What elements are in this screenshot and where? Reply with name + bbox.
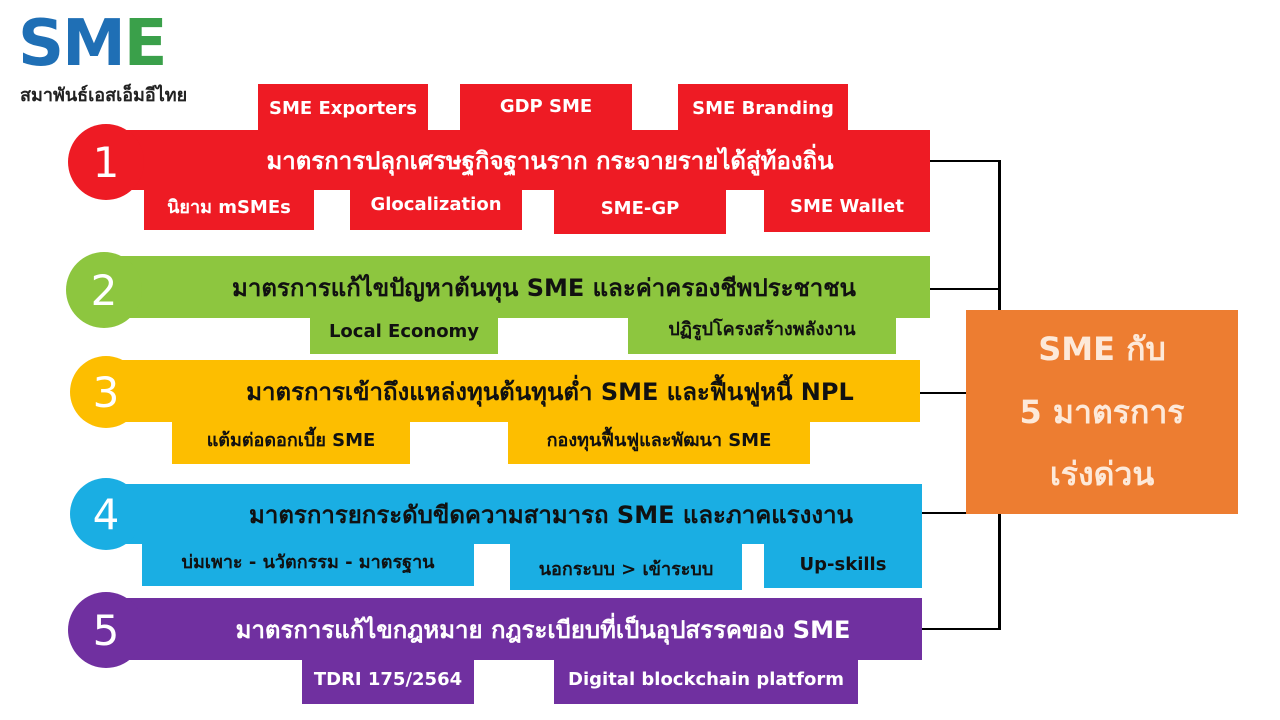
logo-subtitle: สมาพันธ์เอสเอ็มอีไทย xyxy=(20,85,188,106)
measure-4-bar: มาตรการยกระดับขีดความสามารถ SME และภาคแร… xyxy=(104,484,922,544)
tag-interest-subsidy: แต้มต่อดอกเบี้ย SME xyxy=(172,420,410,464)
tag-local-economy: Local Economy xyxy=(310,312,498,354)
logo-letter-e: E xyxy=(123,7,168,81)
logo-letter-s: S xyxy=(18,7,64,81)
summary-box: SME กับ 5 มาตรการ เร่งด่วน xyxy=(966,310,1238,514)
tag-energy-reform: ปฏิรูปโครงสร้างพลังงาน xyxy=(628,312,896,354)
measure-2-title: มาตรการแก้ไขปัญหาต้นทุน SME และค่าครองชี… xyxy=(232,273,856,302)
measure-5-bar: มาตรการแก้ไขกฎหมาย กฎระเบียบที่เป็นอุปสร… xyxy=(104,598,922,660)
sme-logo: SME xyxy=(18,12,167,76)
connector-1 xyxy=(930,160,1000,162)
tag-formalization: นอกระบบ > เข้าระบบ xyxy=(510,540,742,590)
tag-sme-branding: SME Branding xyxy=(678,84,848,134)
measure-3-title: มาตรการเข้าถึงแหล่งทุนต้นทุนต่ำ SME และฟ… xyxy=(246,377,854,406)
measure-4-number: 4 xyxy=(70,478,142,550)
measure-2-number: 2 xyxy=(66,252,142,328)
measure-2-bar: มาตรการแก้ไขปัญหาต้นทุน SME และค่าครองชี… xyxy=(104,256,930,318)
measure-5-title: มาตรการแก้ไขกฎหมาย กฎระเบียบที่เป็นอุปสร… xyxy=(235,615,851,644)
summary-line-2: 5 มาตรการ xyxy=(1019,392,1185,431)
tag-tdri: TDRI 175/2564 xyxy=(302,658,474,704)
tag-recovery-fund: กองทุนฟื้นฟูและพัฒนา SME xyxy=(508,420,810,464)
summary-line-1: SME กับ xyxy=(1038,330,1166,369)
tag-sme-exporters: SME Exporters xyxy=(258,84,428,134)
measure-4-title: มาตรการยกระดับขีดความสามารถ SME และภาคแร… xyxy=(249,500,853,529)
tag-sme-gp: SME-GP xyxy=(554,188,726,234)
measure-3-number: 3 xyxy=(70,356,142,428)
connector-4 xyxy=(920,512,1000,514)
tag-blockchain: Digital blockchain platform xyxy=(554,658,858,704)
measure-5-number: 5 xyxy=(68,592,144,668)
tag-sme-wallet: SME Wallet xyxy=(764,188,930,232)
measure-1-bar: มาตรการปลุกเศรษฐกิจฐานราก กระจายรายได้สู… xyxy=(104,130,930,190)
connector-3 xyxy=(920,392,1000,394)
tag-glocalization: Glocalization xyxy=(350,188,522,230)
measure-1-number: 1 xyxy=(68,124,144,200)
tag-incubation: บ่มเพาะ - นวัตกรรม - มาตรฐาน xyxy=(142,540,474,586)
logo-letter-m: M xyxy=(62,7,126,81)
tag-up-skills: Up-skills xyxy=(764,540,922,588)
measure-3-bar: มาตรการเข้าถึงแหล่งทุนต้นทุนต่ำ SME และฟ… xyxy=(104,360,920,422)
measure-1-title: มาตรการปลุกเศรษฐกิจฐานราก กระจายรายได้สู… xyxy=(266,146,834,175)
tag-msmes: นิยาม mSMEs xyxy=(144,188,314,230)
summary-line-3: เร่งด่วน xyxy=(1049,455,1155,494)
tag-gdp-sme: GDP SME xyxy=(460,84,632,134)
connector-2 xyxy=(930,288,1000,290)
connector-5 xyxy=(920,628,1000,630)
